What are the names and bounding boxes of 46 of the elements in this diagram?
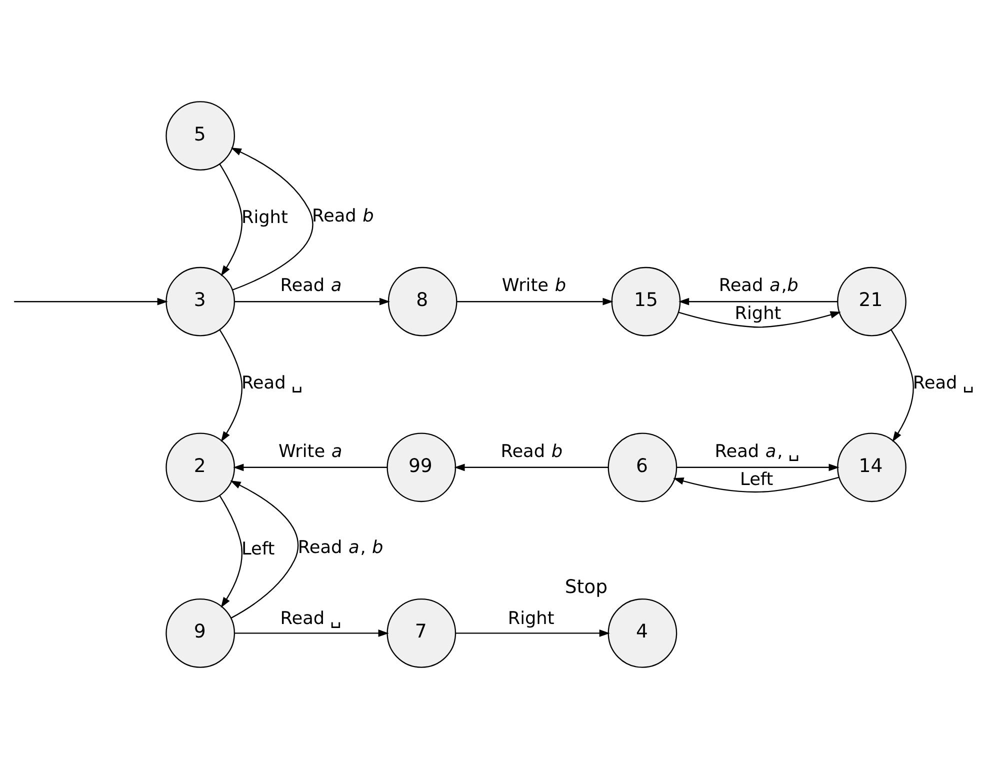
edge-label: Read ␣ xyxy=(241,373,303,394)
node-circle: 2 xyxy=(166,432,236,502)
arrow xyxy=(456,628,610,636)
node-circle: 4 xyxy=(608,598,678,668)
edge-label: Read a, b xyxy=(298,538,384,558)
node-circle: 6 xyxy=(608,432,678,502)
node-circle: 3 xyxy=(166,266,236,336)
edge-label: Left xyxy=(740,470,774,490)
arrow xyxy=(230,480,299,618)
arrow xyxy=(14,297,168,305)
arrow xyxy=(219,163,242,276)
edge-label: Read a xyxy=(280,276,342,296)
arrow xyxy=(678,310,841,328)
node-circle: 14 xyxy=(837,432,906,502)
node-circle: 99 xyxy=(386,432,456,502)
edge-label: Read ␣ xyxy=(912,373,974,394)
arrow xyxy=(890,329,914,442)
arrow xyxy=(219,329,242,442)
node-circle: 8 xyxy=(388,266,458,336)
edge-label: Read a,b xyxy=(718,276,798,296)
arrow xyxy=(230,147,314,290)
arrow xyxy=(219,494,242,608)
edge-label: Left xyxy=(241,538,275,559)
edge-label: Read b xyxy=(500,441,563,462)
node-circle: 9 xyxy=(166,598,236,668)
arrow xyxy=(454,463,608,471)
arrow xyxy=(233,463,388,471)
arrow xyxy=(673,476,839,492)
arrow xyxy=(457,297,614,305)
edge-label: Write b xyxy=(502,276,566,296)
edge-label: Read a, ␣ xyxy=(714,441,800,462)
edge-label: Write a xyxy=(278,441,342,462)
edge-label: Read b xyxy=(312,206,374,226)
arrow xyxy=(234,628,389,636)
node-circle: 7 xyxy=(386,598,456,668)
edge-label: Right xyxy=(241,207,288,228)
edge-label: Read ␣ xyxy=(280,608,342,628)
edge-label: Right xyxy=(734,304,782,324)
arrow xyxy=(678,297,838,305)
arrow xyxy=(234,297,390,305)
node-circle: 5 xyxy=(166,100,236,170)
node-label: Stop xyxy=(564,576,608,598)
arrow xyxy=(676,463,840,471)
node-circle: 21 xyxy=(837,266,906,336)
node-circle: 15 xyxy=(611,266,681,336)
edge-label: Right xyxy=(508,608,554,628)
